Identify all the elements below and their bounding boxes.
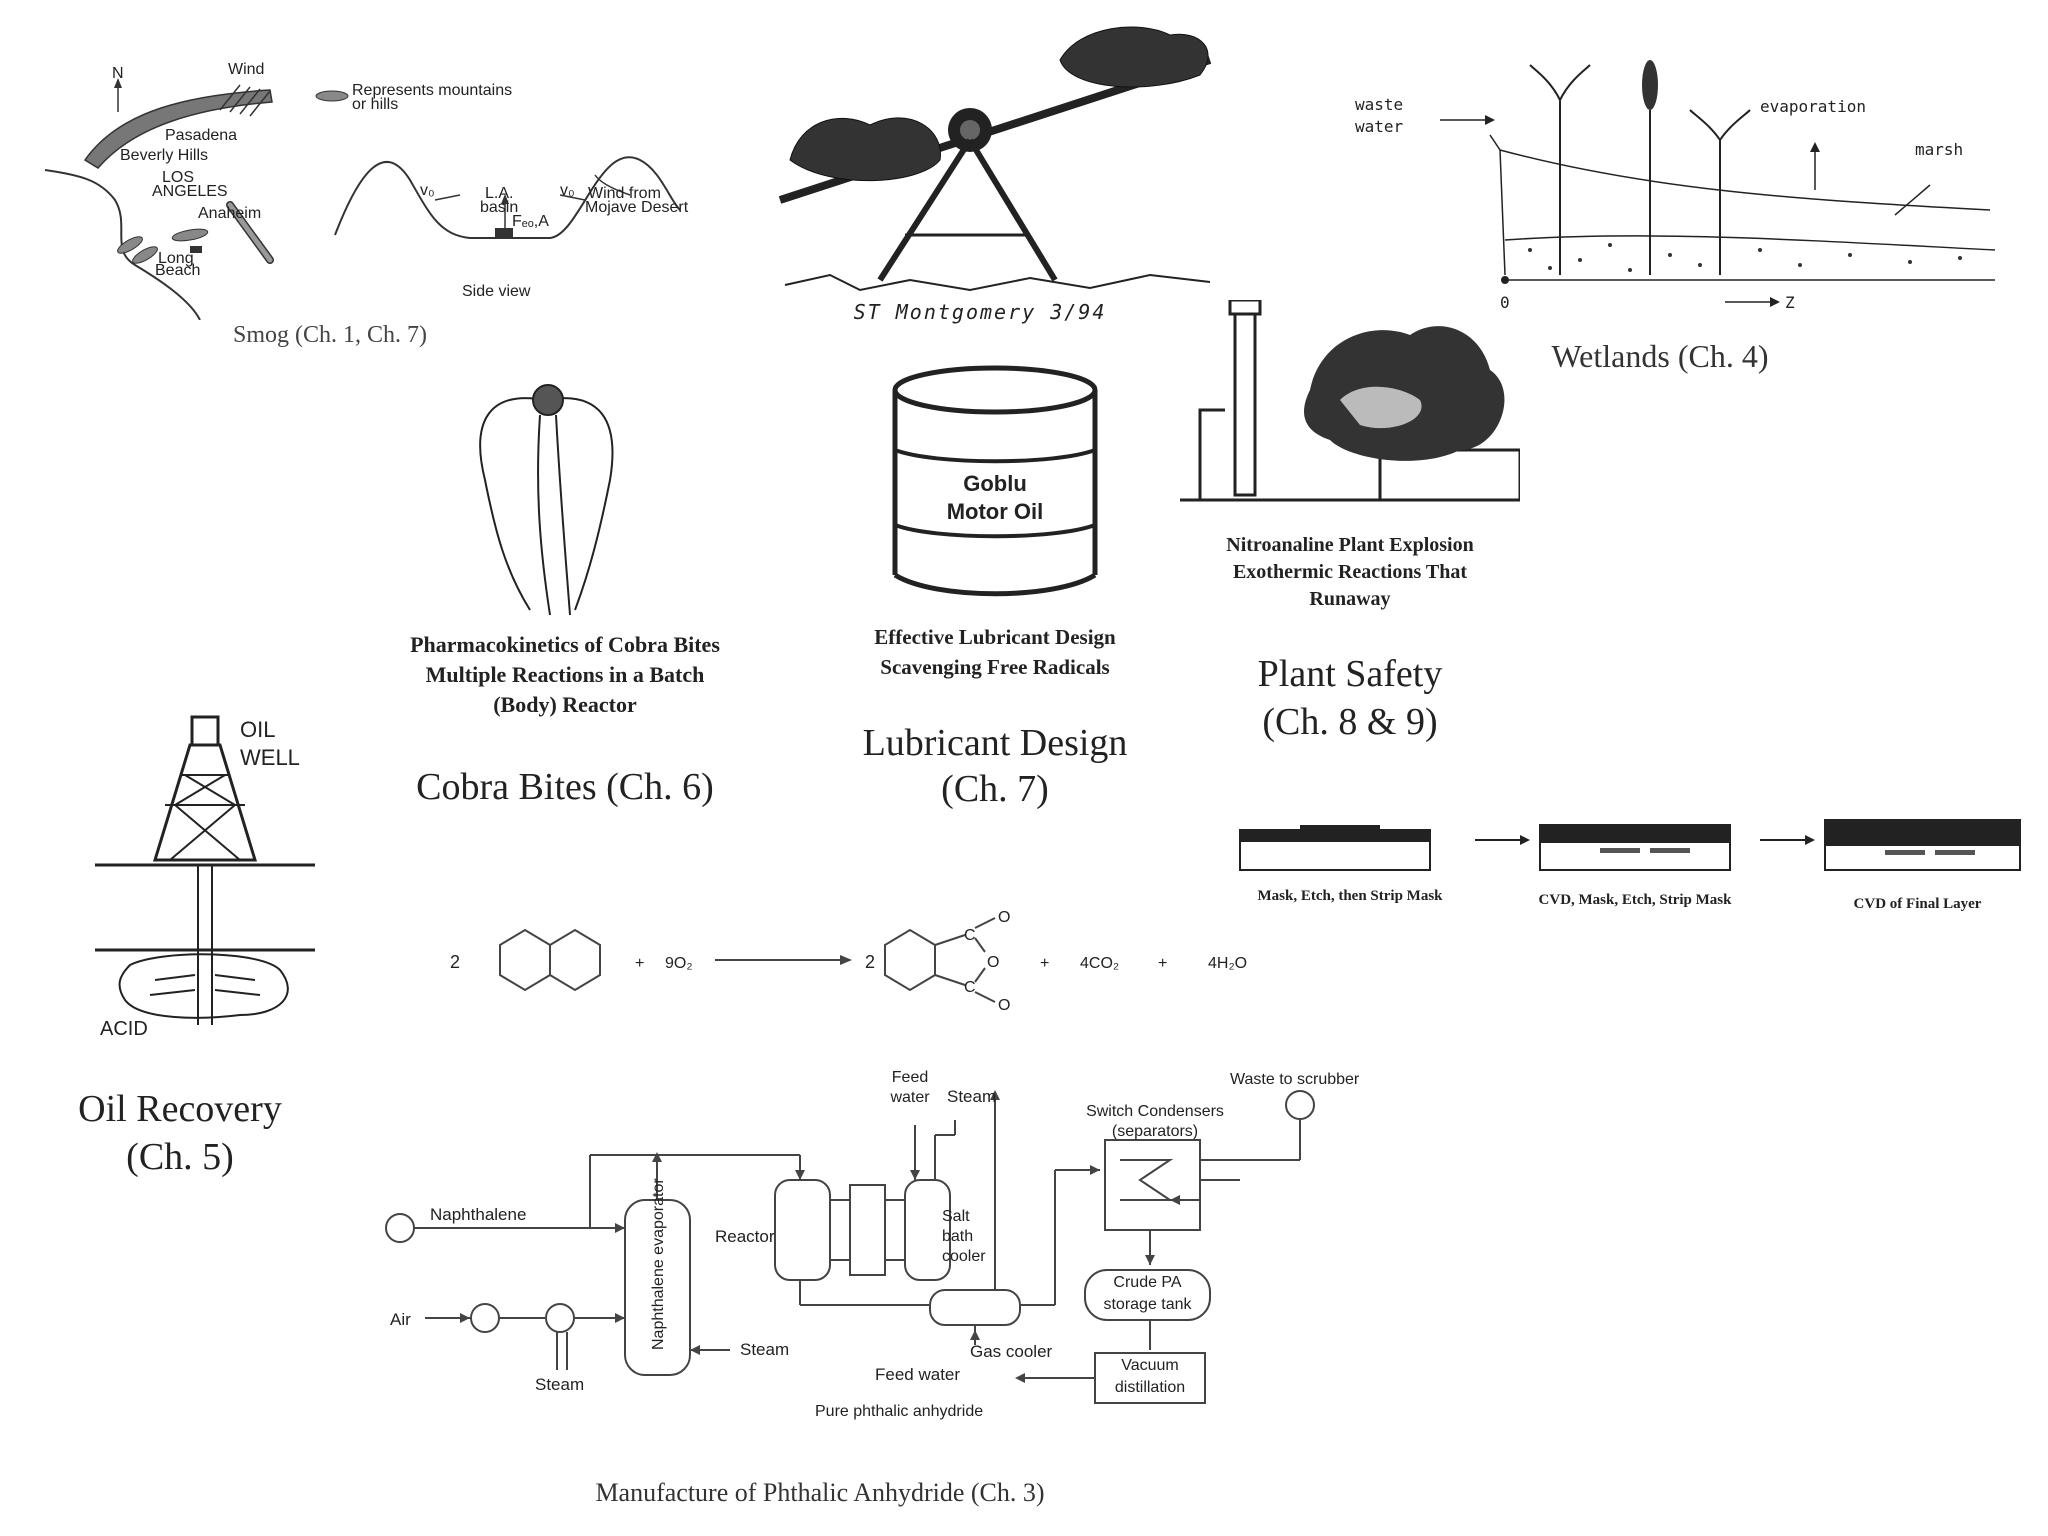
cobra-caption: Cobra Bites (Ch. 6) [416,766,714,808]
eq-plus3: + [1158,955,1167,972]
lubricant-caption: Lubricant Design (Ch. 7) [862,722,1128,810]
lubricant-panel: Goblu Motor Oil Effective Lubricant Desi… [815,360,1175,820]
cvd-diagram [1239,819,2021,871]
cobra-description: Pharmacokinetics of Cobra Bites Multiple… [410,632,720,717]
naphthalene-label: Naphthalene [430,1205,526,1224]
wetlands-diagram: waste water evaporation marsh 0 Z [1355,60,1996,312]
smog-diagram: Wind N Pasadena Beverly Hills LOS ANGELE… [44,61,689,321]
plant-safety-description: Nitroanaline Plant Explosion Exothermic … [1226,534,1474,610]
eq-o2: 9O₂ [665,955,693,972]
smog-wind-label: Wind [228,61,264,78]
lubricant-description: Effective Lubricant Design Scavenging Fr… [874,625,1116,679]
plant-explosion-illustration [1180,298,1522,502]
eq-coef2: 2 [865,952,875,972]
oil-recovery-panel: OIL WELL ACID Oil Recovery (Ch. 5) [40,705,380,1185]
cobra-panel: Pharmacokinetics of Cobra Bites Multiple… [370,370,770,820]
salt-bath-cooler-label: Salt bath cooler [942,1208,986,1265]
eq-o-top: O [998,909,1010,926]
smog-anaheim-label: Anaheim [198,205,261,222]
waste-scrubber-label: Waste to scrubber [1230,1071,1360,1088]
pure-pa-label: Pure phthalic anhydride [815,1403,983,1420]
eq-co2: 4CO₂ [1080,955,1119,972]
eq-plus1: + [635,955,644,972]
feed-water-bottom-label: Feed water [875,1365,960,1384]
smog-beach-label: Beach [155,262,200,279]
seesaw-illustration [778,26,1212,292]
reaction-equation: 2 + 9O₂ 2 C O C O O + 4CO₂ + 4H₂O [440,900,1360,1050]
plant-safety-caption: Plant Safety (Ch. 8 & 9) [1257,653,1443,743]
oil-well-diagram: OIL WELL ACID [95,715,315,1040]
cvd-panel: Mask, Etch, then Strip Mask CVD, Mask, E… [1230,810,2030,930]
gas-cooler-label: Gas cooler [970,1342,1053,1361]
eq-c-top: C [964,927,976,944]
smog-la-label: L.A. [485,185,513,202]
process-caption: Manufacture of Phthalic Anhydride (Ch. 3… [595,1478,1045,1507]
well-label: WELL [240,745,300,770]
process-flow-panel: Naphthalene evaporator Naphthalene Air S… [370,1060,1430,1530]
steam-mid-label: Steam [740,1340,789,1359]
wetlands-water-label: water [1355,117,1404,136]
smog-basin-label: basin [480,199,518,216]
oil-drum-illustration [892,365,1098,597]
steam-top-label: Steam [947,1087,996,1106]
wetlands-waste-label: waste [1355,95,1403,114]
smog-north-label: N [112,65,124,82]
cobra-illustration [479,384,614,616]
smog-orhills-label: or hills [352,96,398,113]
oil-label: OIL [240,717,275,742]
eq-coef1: 2 [450,952,460,972]
smog-pasadena-label: Pasadena [165,127,237,144]
cvd-step-3: CVD of Final Layer [1853,896,1982,912]
smog-v0-right: v₀ [560,182,575,199]
smog-long-label: Long [158,250,194,267]
feed-water-top-label: Feed water [890,1069,930,1106]
reaction-equation-svg: 2 + 9O₂ 2 C O C O O + 4CO₂ + 4H₂O [450,909,1247,1014]
smog-angeles-label: ANGELES [152,183,228,200]
reactor-label: Reactor [715,1227,775,1246]
crude-pa-tank-label: Crude PA storage tank [1103,1274,1192,1313]
steam-left-label: Steam [535,1375,584,1394]
cvd-step-2: CVD, Mask, Etch, Strip Mask [1538,892,1732,908]
eq-o-bot: O [998,997,1010,1014]
wetlands-panel: waste water evaporation marsh 0 Z Wetlan… [1350,40,2010,390]
seesaw-signature: ST Montgomery 3/94 [853,300,1107,324]
eq-plus2: + [1040,955,1049,972]
eq-o-ring: O [987,954,999,971]
wetlands-zero-label: 0 [1500,293,1510,312]
switch-condensers-label: Switch Condensers (separators) [1086,1103,1224,1140]
oil-drum-label: Goblu Motor Oil [946,471,1044,524]
smog-los-label: LOS [162,169,194,186]
smog-beverly-label: Beverly Hills [120,147,208,164]
wetlands-caption: Wetlands (Ch. 4) [1551,338,1769,374]
cvd-step-1: Mask, Etch, then Strip Mask [1257,888,1443,904]
acid-label: ACID [100,1018,148,1040]
smog-represents-label: Represents mountains [352,82,512,99]
vacuum-distillation-label: Vacuum distillation [1114,1357,1186,1396]
air-label: Air [390,1310,411,1329]
smog-windfrom-label: Wind from [588,185,661,202]
plant-safety-panel: Nitroanaline Plant Explosion Exothermic … [1180,298,1522,750]
smog-caption: Smog (Ch. 1, Ch. 7) [232,322,427,348]
eq-c-bot: C [964,979,976,996]
oil-recovery-caption: Oil Recovery (Ch. 5) [78,1088,282,1178]
wetlands-evaporation-label: evaporation [1760,97,1866,116]
smog-v0-left: v₀ [420,182,435,199]
wetlands-z-label: Z [1785,293,1795,312]
smog-sideview-label: Side view [462,283,531,300]
wetlands-marsh-label: marsh [1915,140,1963,159]
seesaw-panel: ST Montgomery 3/94 [770,0,1230,330]
smog-fco-label: Fₑₒ,A [512,213,549,230]
smog-mojave-label: Mojave Desert [585,199,689,216]
naphthalene-evaporator-label: Naphthalene evaporator [650,1178,667,1350]
process-flow-diagram: Naphthalene evaporator Naphthalene Air S… [385,1071,1360,1420]
smog-panel: Wind N Pasadena Beverly Hills LOS ANGELE… [40,50,700,360]
eq-h2o: 4H₂O [1208,955,1247,972]
